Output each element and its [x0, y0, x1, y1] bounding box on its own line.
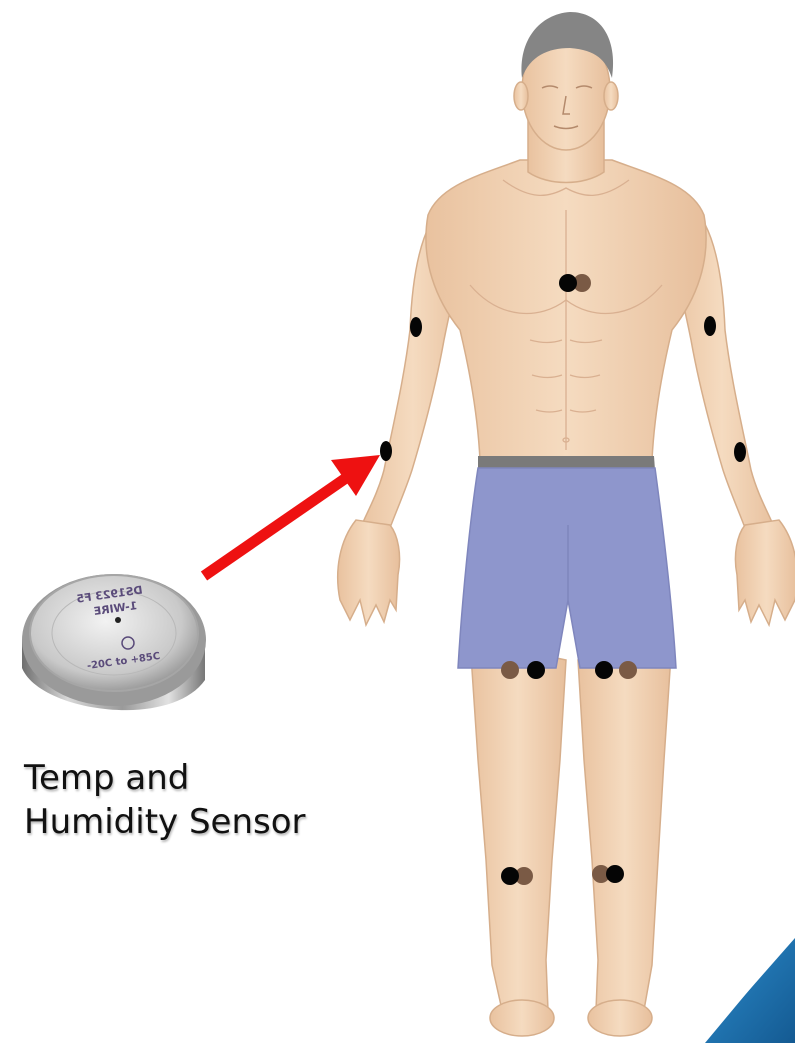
caption-line-2: Humidity Sensor [24, 800, 306, 844]
left-hand [735, 520, 795, 625]
right-ear [514, 82, 528, 110]
left-ear [604, 82, 618, 110]
right-forearm-sensor-dot [380, 441, 392, 461]
right-foot [490, 1000, 554, 1036]
sensor-caption: Temp and Humidity Sensor [24, 756, 306, 844]
right-hand [338, 520, 400, 625]
left-foot [588, 1000, 652, 1036]
right-upper-arm-sensor-dot [410, 317, 422, 337]
shorts [458, 468, 676, 668]
left-forearm-sensor-dot [734, 442, 746, 462]
caption-line-1: Temp and [24, 756, 306, 800]
left-upper-arm-sensor-dot [704, 316, 716, 336]
left-leg [578, 640, 672, 1010]
right-leg [470, 640, 566, 1010]
